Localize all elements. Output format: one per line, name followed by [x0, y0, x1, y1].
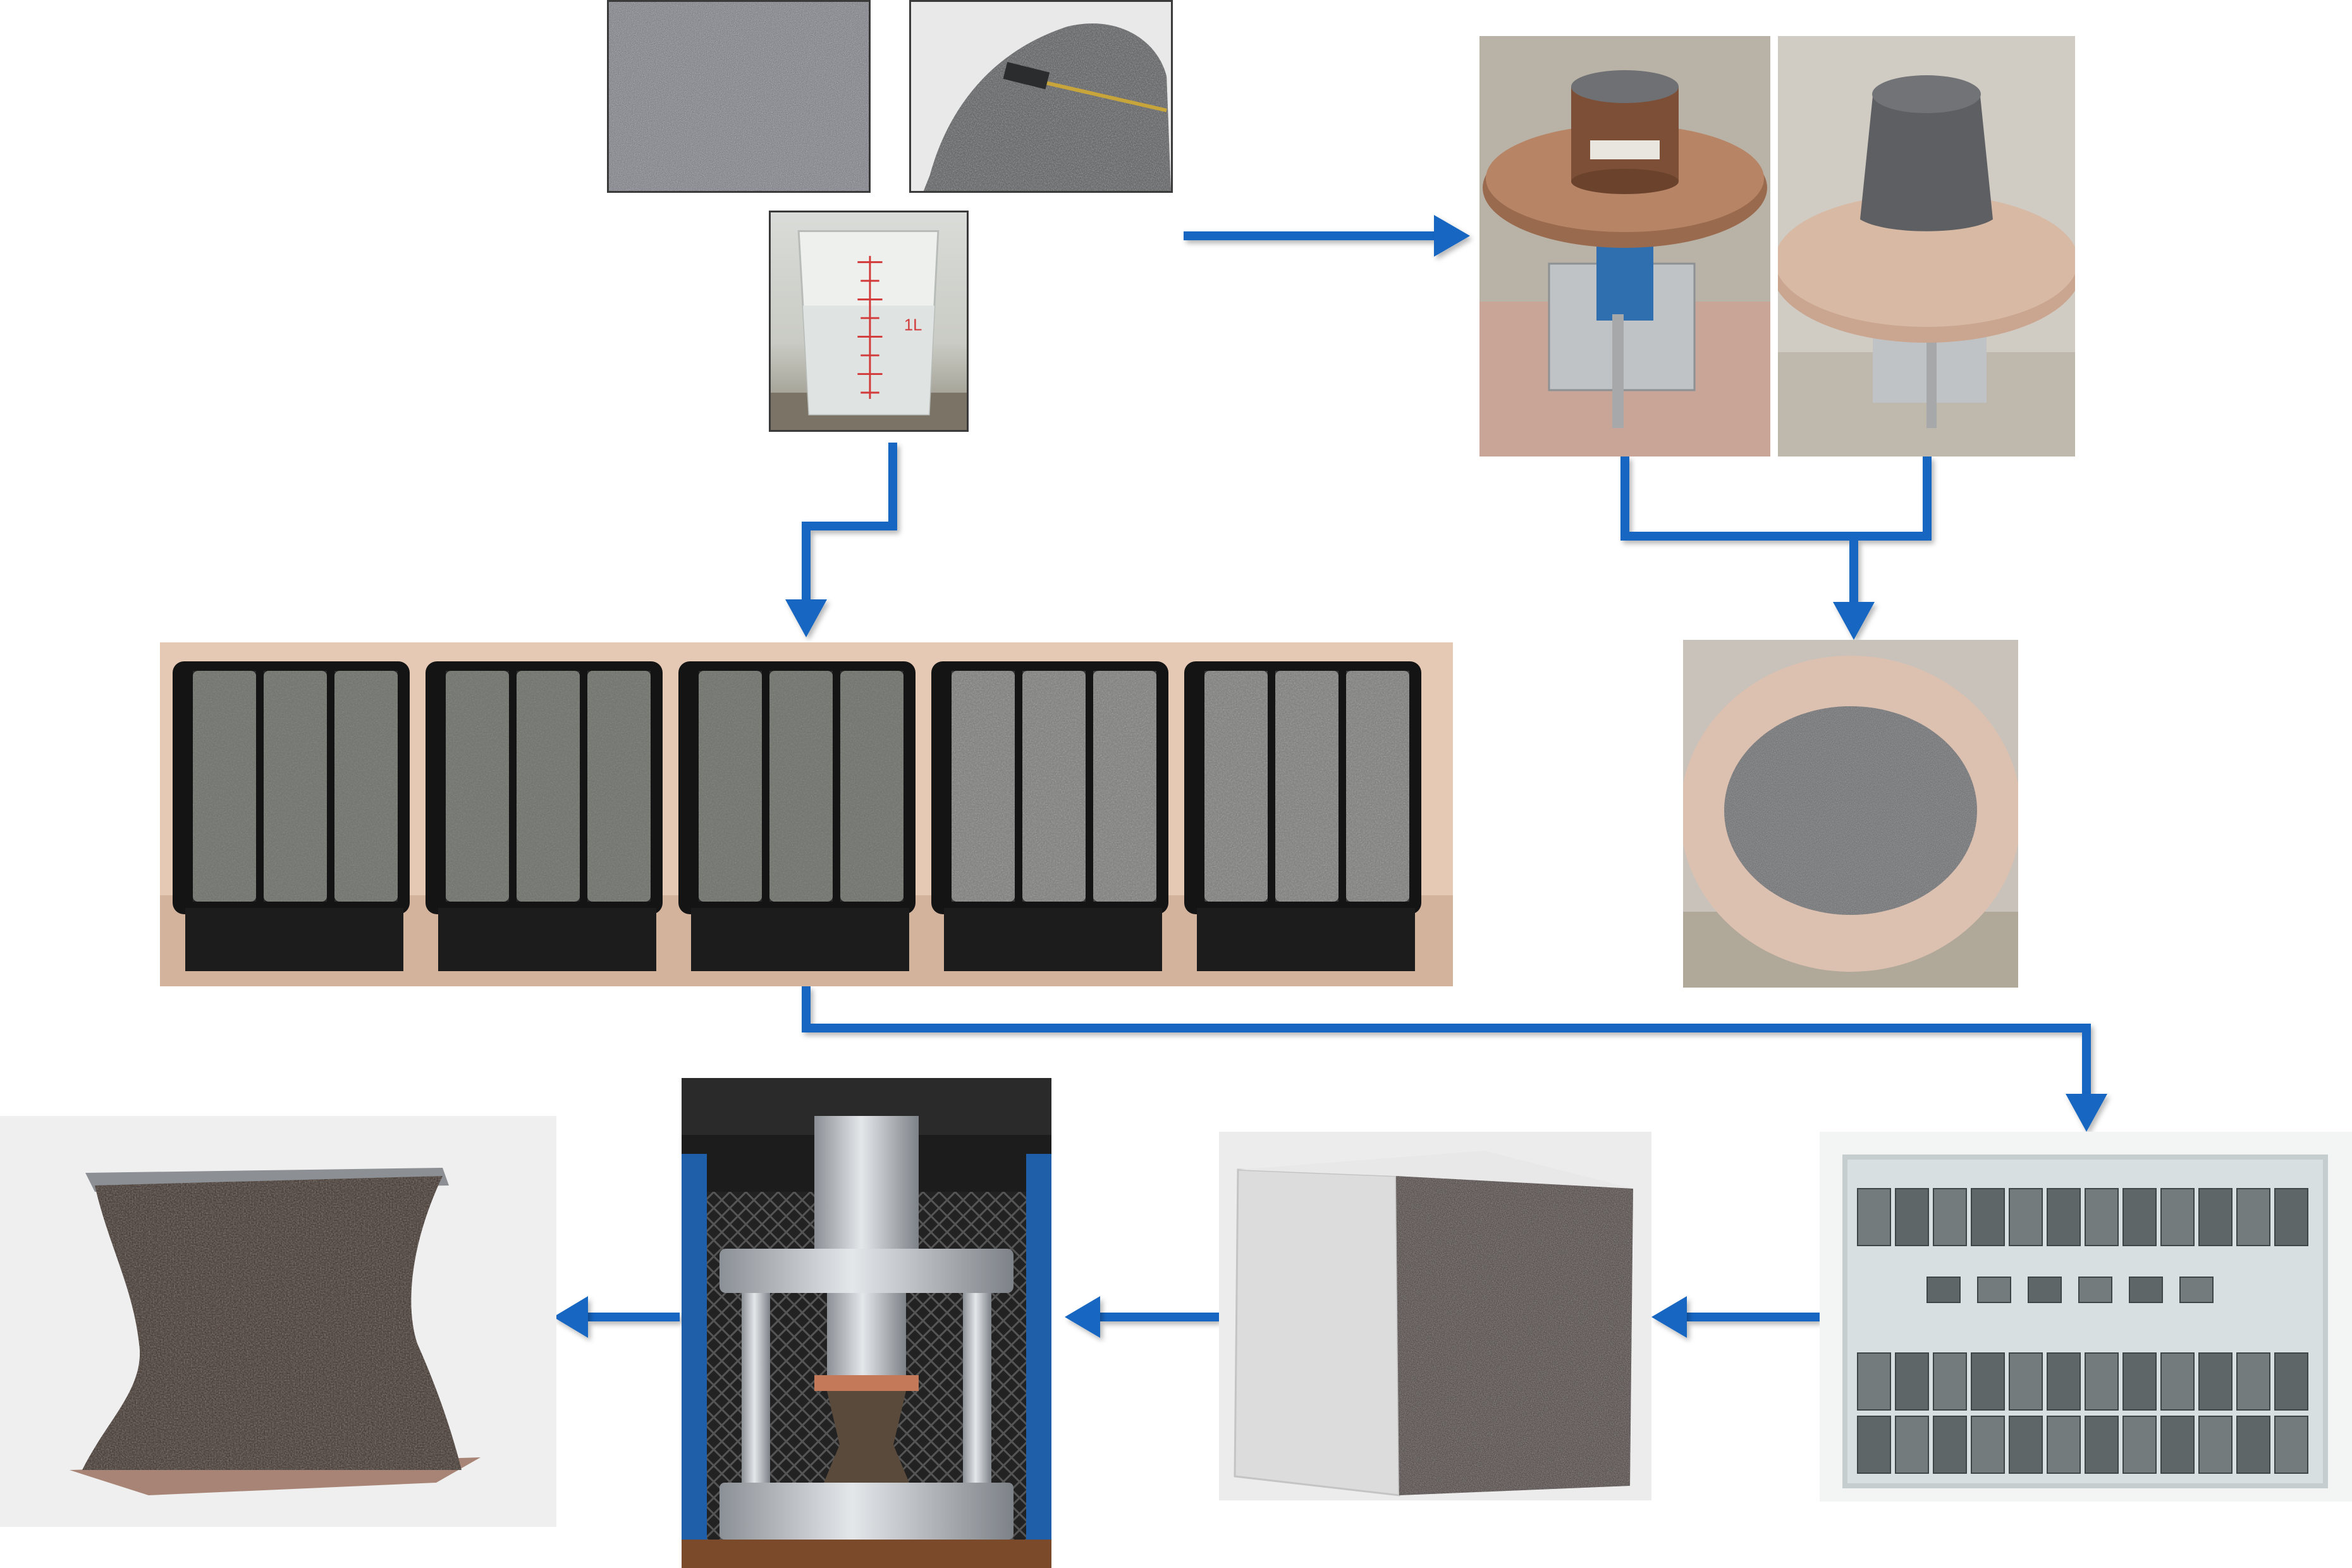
curing-cube: [2129, 1277, 2163, 1303]
arrowhead-left: [1065, 1296, 1100, 1338]
powder-pile-icon: [911, 2, 1171, 191]
measuring-beaker-icon: 1L: [771, 212, 967, 430]
mould-base: [944, 908, 1162, 971]
mortar-texture: [587, 671, 651, 902]
cement-powder-photo: [909, 0, 1173, 193]
compression-press-icon: [682, 1078, 1051, 1568]
curing-cube: [1857, 1188, 1891, 1246]
curing-cube: [2009, 1416, 2043, 1474]
curing-cube: [1895, 1416, 1929, 1474]
curing-cube: [2179, 1277, 2214, 1303]
water-beaker-photo: 1L: [769, 211, 969, 432]
mortar-texture: [264, 671, 327, 902]
curing-cube: [1933, 1416, 1967, 1474]
curing-cube: [1926, 1277, 1961, 1303]
flow-mould-icon: [1479, 36, 1770, 456]
arrowhead-left: [1651, 1296, 1687, 1338]
arrow-flow-table-left-down: [1620, 456, 1854, 541]
mortar-cone-icon: [1778, 36, 2075, 456]
beaker-marking: 1L: [904, 317, 922, 334]
mortar-texture: [952, 671, 1015, 902]
mortar-texture: [1346, 671, 1409, 902]
curing-cube: [2236, 1352, 2270, 1411]
curing-cube: [2085, 1188, 2119, 1246]
cube-moulds-photo: [160, 642, 1453, 986]
arrowhead-left: [553, 1296, 588, 1338]
curing-cube: [2236, 1416, 2270, 1474]
curing-cube: [2274, 1416, 2308, 1474]
mould-base: [1197, 908, 1415, 971]
curing-cube: [2274, 1188, 2308, 1246]
compression-test-machine-photo: [682, 1078, 1051, 1568]
curing-cube: [1971, 1352, 2005, 1411]
curing-cube: [2122, 1416, 2157, 1474]
curing-cube: [2078, 1277, 2112, 1303]
sand-aggregate-photo: [607, 0, 871, 193]
mortar-texture: [1093, 671, 1156, 902]
arrowhead-down: [785, 599, 827, 637]
mortar-spread-icon: [1683, 640, 2018, 988]
curing-cube: [2122, 1188, 2157, 1246]
curing-cube: [1857, 1352, 1891, 1411]
mortar-texture: [769, 671, 833, 902]
arrowhead-down: [1833, 602, 1875, 640]
curing-cube: [2047, 1188, 2081, 1246]
curing-cube: [1895, 1188, 1929, 1246]
mortar-texture: [517, 671, 580, 902]
cured-cube-specimen-photo: [1219, 1132, 1651, 1500]
failed-specimen-photo: [0, 1116, 556, 1527]
curing-cube: [2160, 1416, 2195, 1474]
mortar-texture: [193, 671, 256, 902]
curing-cube: [1971, 1416, 2005, 1474]
curing-cube: [2198, 1188, 2233, 1246]
mould-base: [185, 908, 403, 971]
curing-cube: [2122, 1352, 2157, 1411]
curing-cube: [2160, 1188, 2195, 1246]
water-curing-tank-photo: [1820, 1132, 2352, 1502]
curing-cube: [1977, 1277, 2011, 1303]
curing-cube: [1857, 1416, 1891, 1474]
curing-cube: [1971, 1188, 2005, 1246]
crushed-cube-icon: [0, 1116, 556, 1527]
mould-base: [691, 908, 909, 971]
curing-cube: [1933, 1188, 1967, 1246]
mortar-texture: [699, 671, 762, 902]
mould-base: [438, 908, 656, 971]
curing-cube: [1933, 1352, 1967, 1411]
mortar-texture: [840, 671, 903, 902]
arrow-moulds-to-curing: [802, 986, 2091, 1094]
curing-cube: [2160, 1352, 2195, 1411]
arrowhead-right: [1434, 215, 1470, 257]
arrowhead-down: [2066, 1094, 2107, 1132]
sand-texture-icon: [609, 2, 869, 191]
filled-moulds-icon: [160, 642, 1453, 986]
curing-cube: [2198, 1352, 2233, 1411]
curing-cube: [2009, 1352, 2043, 1411]
flow-table-lifted-photo: [1778, 36, 2075, 456]
arrow-flow-table-right-down: [1849, 456, 1932, 602]
mortar-texture: [1275, 671, 1338, 902]
arrow-materials-to-moulds: [802, 443, 897, 599]
curing-cube: [2009, 1188, 2043, 1246]
mortar-texture: [334, 671, 398, 902]
mortar-texture: [1204, 671, 1268, 902]
curing-cube: [2274, 1352, 2308, 1411]
flow-spread-photo: [1683, 640, 2018, 988]
mortar-texture: [1022, 671, 1086, 902]
curing-cube: [2198, 1416, 2233, 1474]
curing-cube: [1895, 1352, 1929, 1411]
curing-cube: [2028, 1277, 2062, 1303]
curing-cube: [2047, 1352, 2081, 1411]
curing-tank-icon: [1820, 1132, 2352, 1502]
cube-specimen-icon: [1219, 1132, 1651, 1500]
mortar-texture: [446, 671, 509, 902]
curing-cube: [2236, 1188, 2270, 1246]
curing-cube: [2047, 1416, 2081, 1474]
curing-cube: [2085, 1416, 2119, 1474]
curing-cube: [2085, 1352, 2119, 1411]
flow-table-cone-photo: [1479, 36, 1770, 456]
